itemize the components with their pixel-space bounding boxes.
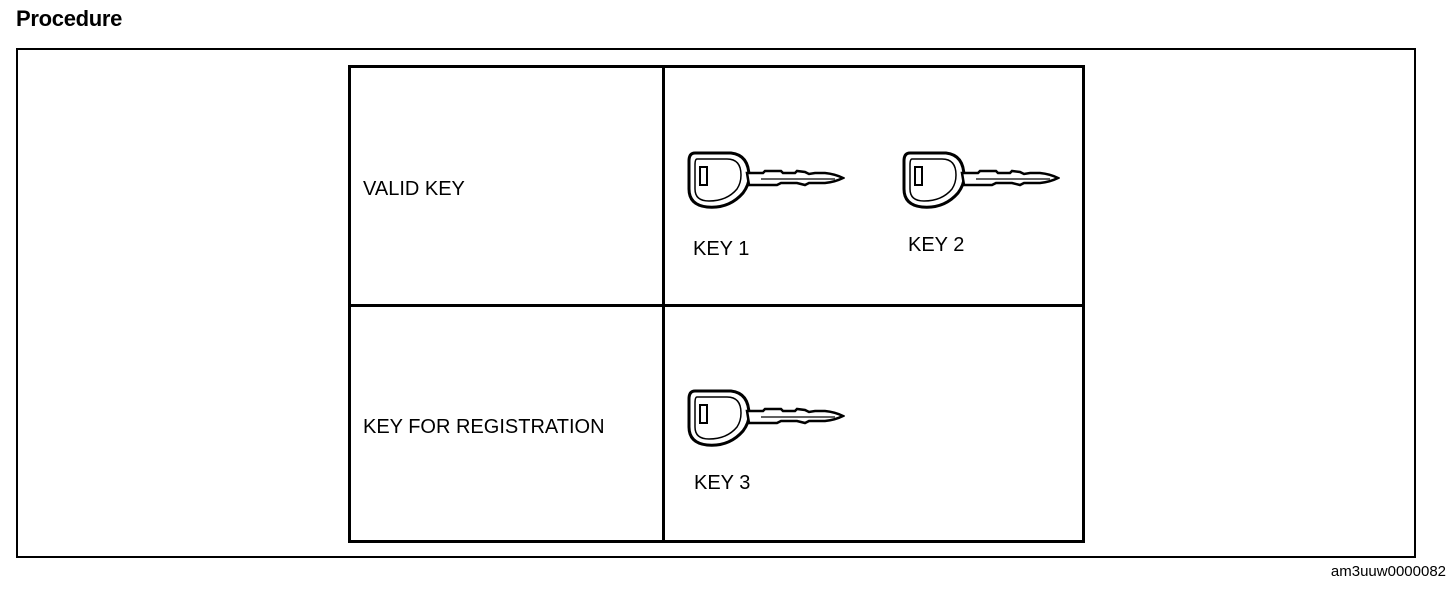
key-icon bbox=[687, 151, 845, 209]
key-icon bbox=[902, 151, 1060, 209]
key-table bbox=[348, 65, 1085, 543]
row-label-key-for-registration: KEY FOR REGISTRATION bbox=[363, 416, 605, 438]
key-icon bbox=[687, 389, 845, 447]
key-label-2: KEY 2 bbox=[908, 234, 965, 256]
key-label-1: KEY 1 bbox=[693, 238, 750, 260]
page-heading: Procedure bbox=[16, 6, 123, 31]
key-label-3: KEY 3 bbox=[694, 472, 751, 494]
row-divider bbox=[351, 304, 1082, 307]
figure-frame bbox=[16, 48, 1416, 558]
figure-code: am3uuw0000082 bbox=[1330, 563, 1446, 580]
row-label-valid-key: VALID KEY bbox=[363, 178, 465, 200]
